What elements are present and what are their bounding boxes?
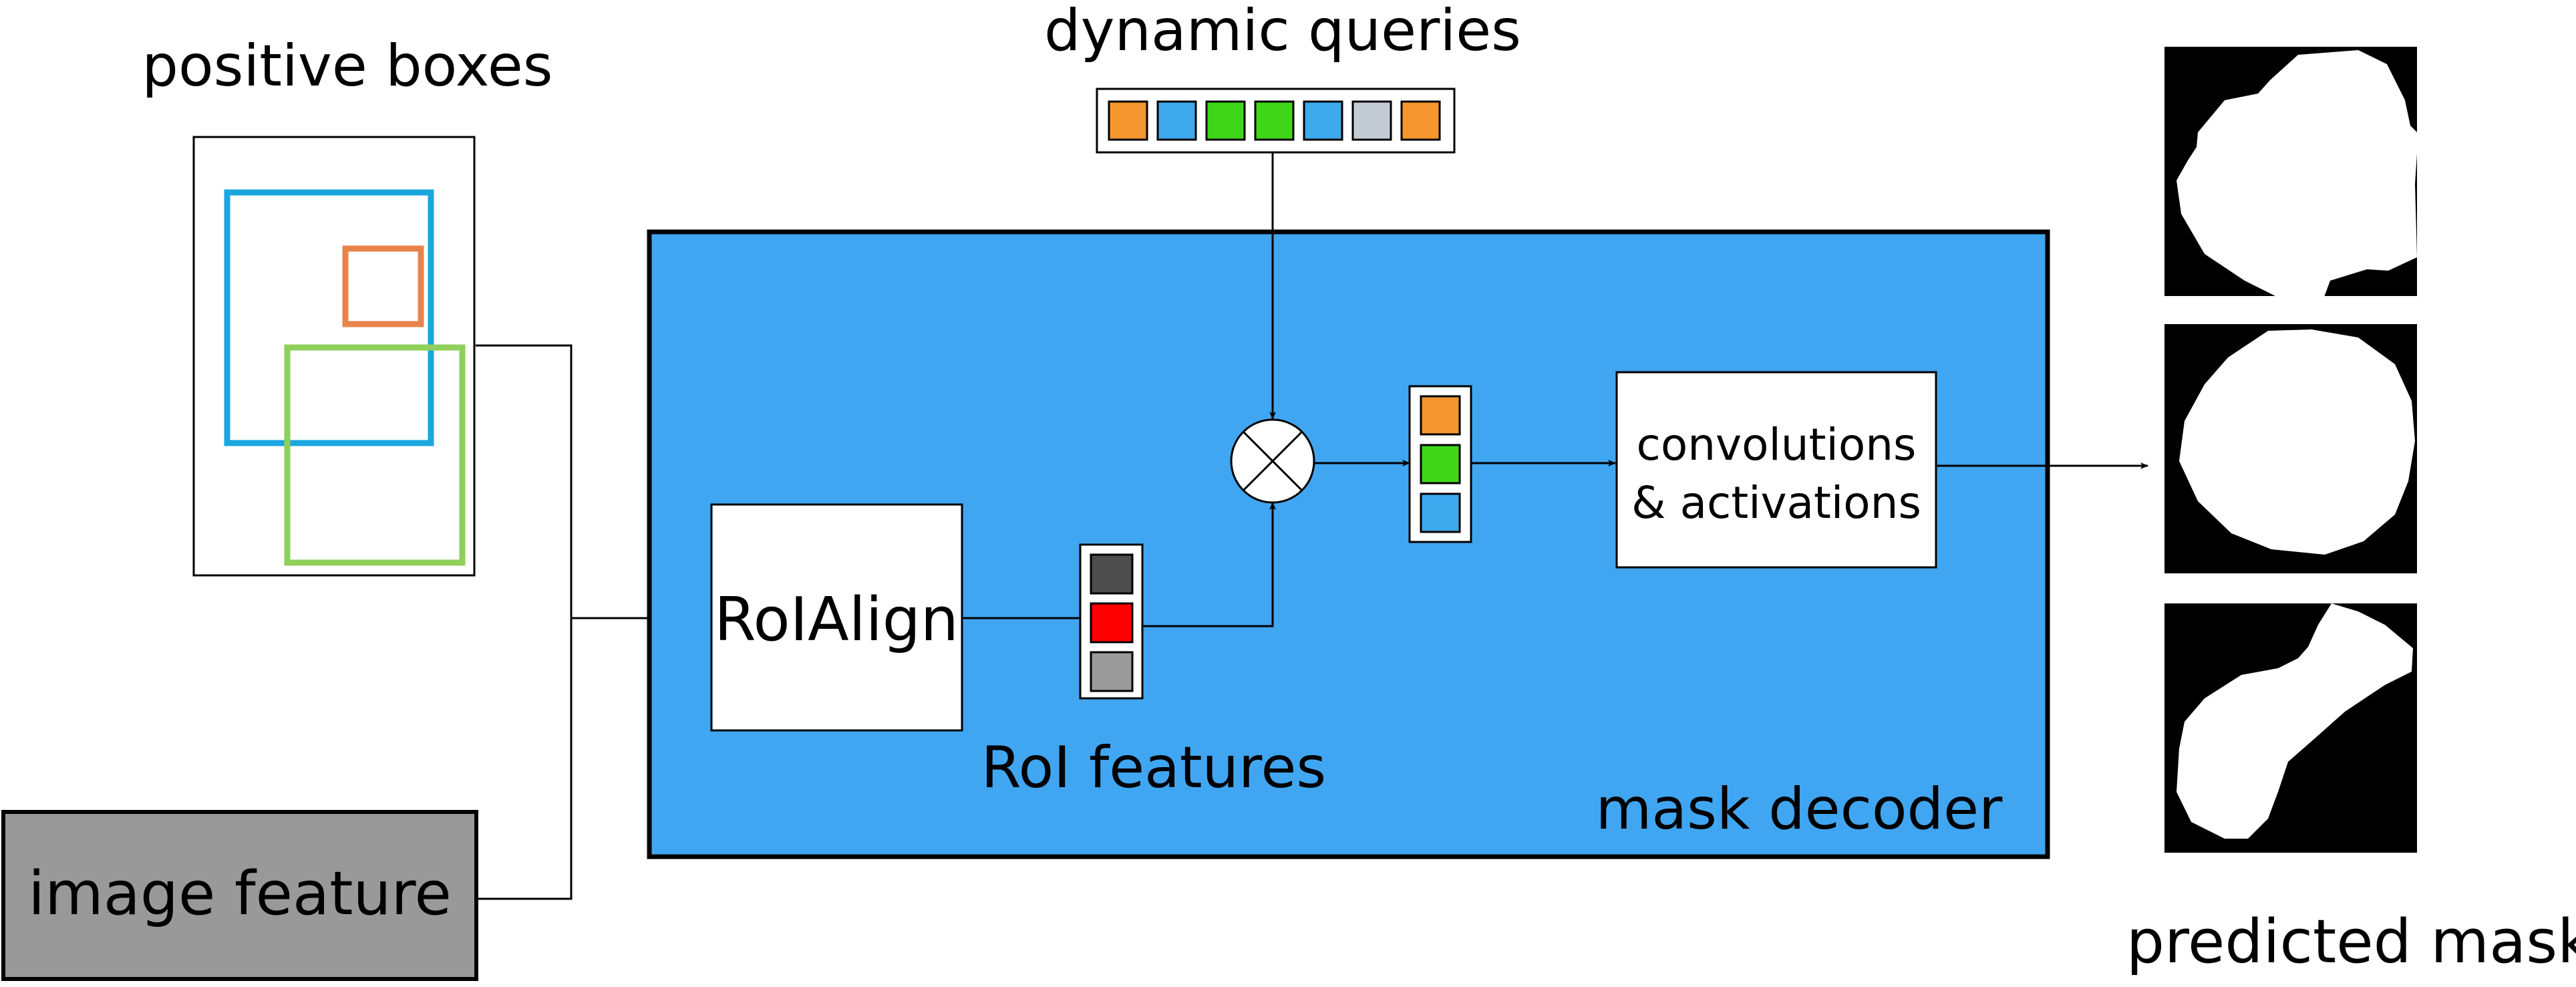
roialign-box xyxy=(710,503,963,732)
roi-feature-cell-3 xyxy=(1090,651,1134,692)
dynamic-query-cell-4 xyxy=(1254,100,1295,141)
combined-feature-cell-2 xyxy=(1420,444,1461,484)
multiply-icon-stroke-2 xyxy=(1242,430,1303,492)
predicted-mask-3 xyxy=(2164,603,2417,853)
predicted-masks-label: predicted masks xyxy=(2126,907,2576,977)
mask-decoder-label: mask decoder xyxy=(1596,776,2003,843)
convolutions-label-line-2: & activations xyxy=(1631,477,1921,529)
convolutions-label-line-1: convolutions xyxy=(1637,419,1917,470)
dynamic-query-cell-6 xyxy=(1351,100,1392,141)
positive-boxes-label: positive boxes xyxy=(142,33,552,100)
positive-box-green xyxy=(284,344,466,566)
predicted-mask-2 xyxy=(2164,324,2417,573)
connector-boxes xyxy=(476,344,573,618)
dynamic-queries-label: dynamic queries xyxy=(1044,0,1521,64)
connector-image-feature xyxy=(476,618,573,900)
roi-feature-cell-2 xyxy=(1090,602,1134,644)
predicted-mask-1 xyxy=(2164,47,2418,304)
dynamic-query-cell-1 xyxy=(1108,100,1148,141)
positive-box-orange xyxy=(342,245,424,327)
combined-feature-cell-3 xyxy=(1420,492,1461,533)
combined-feature-cells xyxy=(1420,395,1461,533)
combined-feature-cell-1 xyxy=(1420,395,1461,436)
dynamic-query-cell-3 xyxy=(1205,100,1246,141)
dynamic-query-cell-7 xyxy=(1400,100,1441,141)
roi-features-label: RoI features xyxy=(981,734,1327,801)
dynamic-query-cells xyxy=(1108,100,1441,141)
image-feature-box xyxy=(1,810,478,981)
roialign-label: RoIAlign xyxy=(714,585,959,655)
connector-roi-to-multiply xyxy=(1142,502,1276,627)
dynamic-query-cell-2 xyxy=(1156,100,1197,141)
dynamic-query-cell-5 xyxy=(1303,100,1343,141)
roi-feature-cell-1 xyxy=(1090,553,1134,595)
positive-box-blue xyxy=(224,189,434,446)
convolutions-box xyxy=(1615,371,1937,569)
positive-boxes-panel xyxy=(192,136,476,577)
image-feature-label: image feature xyxy=(28,859,452,929)
